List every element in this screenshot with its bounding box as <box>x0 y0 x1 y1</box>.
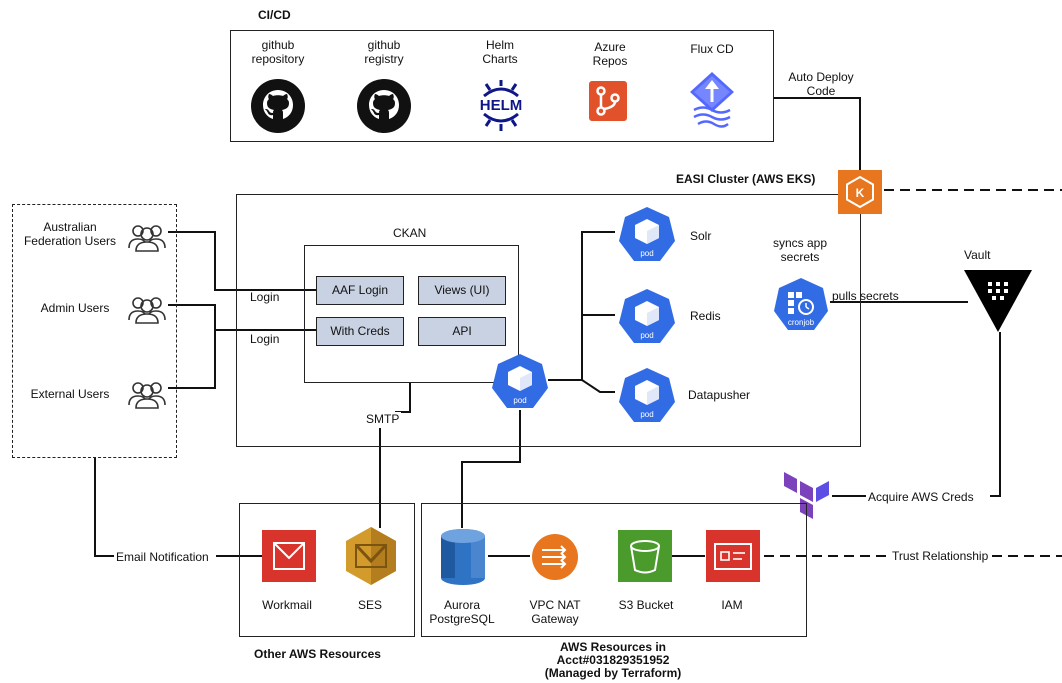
pulls-secrets-label: pulls secrets <box>832 289 899 303</box>
acquire-aws-creds-label: Acquire AWS Creds <box>868 490 974 504</box>
iam-icon <box>706 530 760 582</box>
ses-label: SES <box>357 598 382 612</box>
views-ui-button[interactable]: Views (UI) <box>418 276 506 305</box>
datapusher-label: Datapusher <box>688 388 751 402</box>
flux-icon <box>690 72 734 128</box>
github-icon <box>357 79 411 133</box>
aurora-icon <box>441 529 485 585</box>
s3-bucket-icon <box>618 530 672 582</box>
external-users-label: External Users <box>30 387 110 401</box>
ckan-box <box>304 245 519 383</box>
admin-users-label: Admin Users <box>40 301 110 315</box>
aws-resources-title: AWS Resources in Acct#031829351952 (Mana… <box>544 640 682 680</box>
login-label: Login <box>250 290 280 304</box>
users-group-icon <box>128 225 166 252</box>
pod-icon: pod <box>619 207 675 261</box>
github-icon <box>251 79 305 133</box>
svg-text:HELM: HELM <box>480 97 523 114</box>
with-creds-button[interactable]: With Creds <box>316 317 404 346</box>
users-group-icon <box>128 382 166 409</box>
s3-bucket-label: S3 Bucket <box>618 598 674 612</box>
workmail-icon <box>262 530 316 582</box>
eks-cluster-box <box>236 194 861 447</box>
cronjob-label: cronjob <box>788 318 815 327</box>
pod-icon: pod <box>619 289 675 343</box>
smtp-label: SMTP <box>364 412 402 426</box>
users-box <box>12 204 177 458</box>
helm-icon: HELM <box>480 80 523 131</box>
email-notification-label: Email Notification <box>116 550 209 564</box>
pod-label: pod <box>640 249 653 258</box>
vault-icon <box>964 270 1032 332</box>
trust-relationship-label: Trust Relationship <box>892 549 989 563</box>
cicd-title: CI/CD <box>258 8 291 22</box>
svg-text:K: K <box>856 186 865 200</box>
ses-icon <box>346 527 396 585</box>
pod-icon: pod <box>619 368 675 422</box>
pod-icon: pod <box>492 354 548 408</box>
ckan-title: CKAN <box>393 226 427 240</box>
other-aws-resources-title: Other AWS Resources <box>254 647 381 661</box>
azure-repos-icon <box>589 81 627 121</box>
aws-resources-box <box>421 503 807 637</box>
other-aws-resources-box <box>239 503 415 637</box>
api-button[interactable]: API <box>418 317 506 346</box>
pod-label: pod <box>513 396 526 405</box>
pod-label: pod <box>640 410 653 419</box>
cronjob-icon: cronjob <box>774 278 828 330</box>
cluster-title: EASI Cluster (AWS EKS) <box>676 172 816 186</box>
login-label: Login <box>250 332 280 346</box>
vault-title: Vault <box>964 248 991 262</box>
solr-label: Solr <box>690 229 712 243</box>
workmail-label: Workmail <box>262 598 312 612</box>
eks-icon: K <box>838 170 882 214</box>
aaf-login-button[interactable]: AAF Login <box>316 276 404 305</box>
flux-cd-label: Flux CD <box>690 42 734 56</box>
iam-label: IAM <box>721 598 743 612</box>
redis-label: Redis <box>690 309 721 323</box>
vpc-nat-gateway-icon <box>532 534 578 580</box>
pod-label: pod <box>640 331 653 340</box>
users-group-icon <box>128 297 166 324</box>
